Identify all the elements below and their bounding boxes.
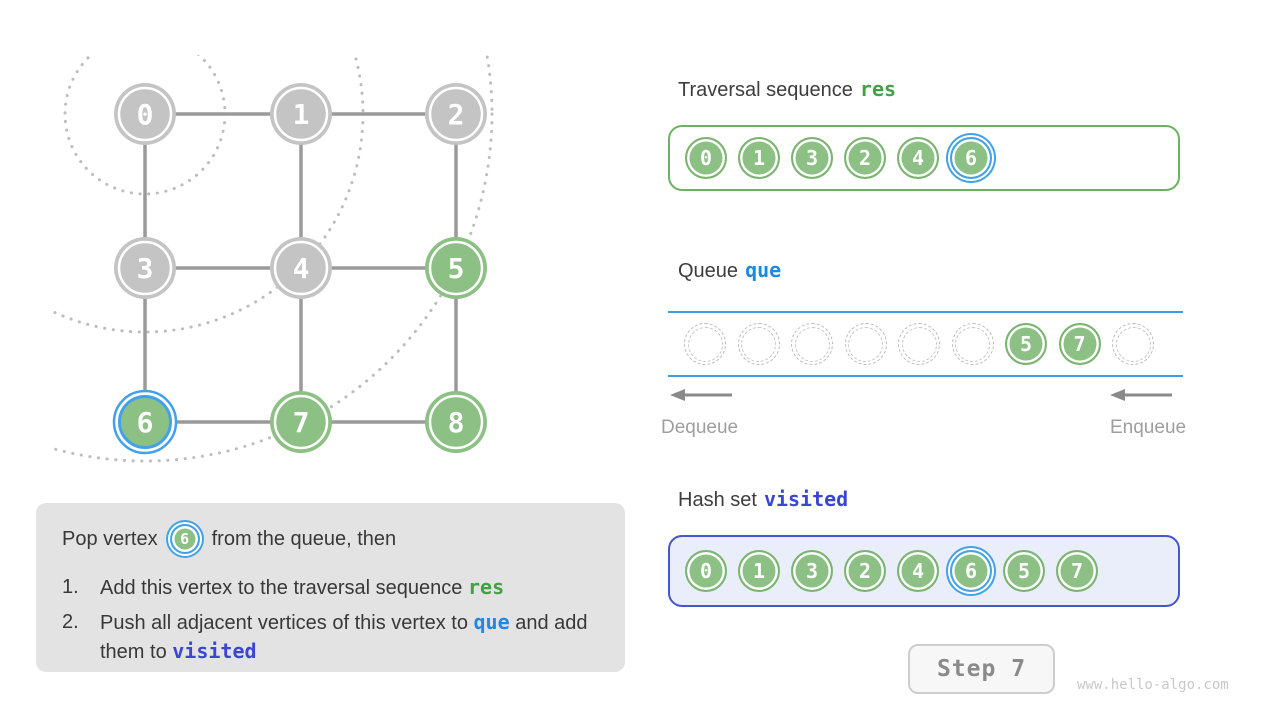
popped-vertex-badge: 6 <box>169 524 200 554</box>
svg-text:2: 2 <box>448 98 465 131</box>
dequeue-label: Dequeue <box>661 417 739 438</box>
step-text: Add this vertex to the traversal sequenc… <box>100 573 504 602</box>
graph-svg: 0 1 2 3 4 5 6 7 8 <box>50 55 494 463</box>
instruction-step-1: 1. Add this vertex to the traversal seque… <box>62 573 607 602</box>
instruction-panel: Pop vertex 6 from the queue, then 1. Add … <box>36 503 625 672</box>
queue-empty-slot <box>791 323 833 365</box>
svg-text:4: 4 <box>293 252 310 285</box>
que-code-token: que <box>473 610 510 634</box>
step-number: 1. <box>62 576 79 598</box>
graph-vertex-4: 4 <box>270 237 332 299</box>
res-code-token: res <box>467 575 505 599</box>
step-text: Push all adjacent vertices of this verte… <box>100 608 607 666</box>
res-code-token: res <box>859 77 897 101</box>
svg-text:6: 6 <box>137 406 154 439</box>
node-6: 6 <box>950 550 992 592</box>
traversal-sequence-label: Traversal sequence <box>678 79 853 101</box>
enqueue-arrow-icon <box>1110 389 1172 401</box>
svg-text:0: 0 <box>137 98 154 131</box>
graph-vertex-0: 0 <box>114 83 176 145</box>
dequeue-arrow-icon <box>670 389 732 401</box>
node-1: 1 <box>738 137 780 179</box>
node-7: 7 <box>1058 323 1101 365</box>
hash-set-title: Hash set visited <box>678 487 848 512</box>
node-0: 0 <box>685 550 727 592</box>
level-arc <box>50 55 494 463</box>
svg-text:7: 7 <box>293 406 310 439</box>
node-6: 6 <box>950 137 992 179</box>
node-0: 0 <box>685 137 727 179</box>
traversal-sequence-title: Traversal sequence res <box>678 77 896 102</box>
node-4: 4 <box>897 550 939 592</box>
plain-text: Add this vertex to the traversal sequenc… <box>100 577 468 599</box>
instruction-intro-post: from the queue, then <box>211 527 397 550</box>
graph-vertex-2: 2 <box>425 83 487 145</box>
graph-vertex-3: 3 <box>114 237 176 299</box>
svg-text:8: 8 <box>448 406 465 439</box>
node-5: 5 <box>1005 323 1047 365</box>
queue-label: Queue <box>678 260 739 282</box>
graph-vertex-8: 8 <box>425 391 487 453</box>
node-3: 3 <box>791 550 833 592</box>
enqueue-label: Enqueue <box>1110 417 1187 438</box>
node-5: 5 <box>1003 550 1045 592</box>
graph-vertex-6: 6 <box>112 389 178 455</box>
svg-text:5: 5 <box>448 252 465 285</box>
instruction-step-2: 2. Push all adjacent vertices of this ver… <box>62 608 607 666</box>
queue-empty-slot <box>737 323 780 365</box>
queue-empty-slot <box>951 323 994 365</box>
node-3: 3 <box>791 137 833 179</box>
instruction-intro: Pop vertex 6 from the queue, then <box>62 518 607 560</box>
svg-text:3: 3 <box>137 252 154 285</box>
graph-vertex-1: 1 <box>270 83 332 145</box>
graph-vertex-5: 5 <box>425 237 487 299</box>
node-2: 2 <box>844 137 886 179</box>
queue-empty-slot <box>844 323 887 365</box>
graph-vertex-7: 7 <box>270 391 332 453</box>
node-4: 4 <box>897 137 939 179</box>
step-button[interactable]: Step 7 <box>908 644 1055 694</box>
queue-title: Queue que <box>678 258 781 283</box>
node-7: 7 <box>1056 550 1098 592</box>
queue-empty-slot <box>1112 323 1154 365</box>
node-2: 2 <box>844 550 886 592</box>
step-number: 2. <box>62 611 79 633</box>
bfs-level-arcs <box>50 55 494 463</box>
hash-set-label: Hash set <box>678 489 757 511</box>
instruction-intro-pre: Pop vertex <box>62 527 158 550</box>
svg-text:1: 1 <box>293 98 310 131</box>
watermark: www.hello-algo.com <box>1077 677 1229 693</box>
graph-vertices: 0 1 2 3 4 5 6 7 8 <box>112 83 487 455</box>
plain-text: Push all adjacent vertices of this verte… <box>100 612 474 634</box>
visited-code-token: visited <box>172 639 257 663</box>
instruction-steps-list: 1. Add this vertex to the traversal seque… <box>62 573 607 666</box>
visited-code-token: visited <box>763 487 849 511</box>
queue-empty-slot <box>684 323 726 365</box>
node-1: 1 <box>738 550 780 592</box>
plain-text: and add them to <box>100 612 588 663</box>
que-code-token: que <box>745 258 782 282</box>
queue-empty-slot <box>898 323 940 365</box>
